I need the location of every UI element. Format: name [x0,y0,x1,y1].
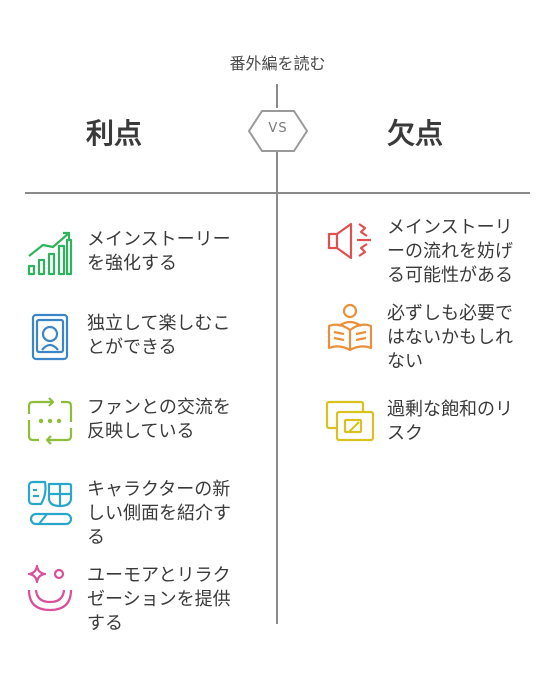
cons-heading: 欠点 [387,117,444,150]
pros-heading: 利点 [86,117,143,150]
character-mask-icon [27,480,73,526]
cons-item: 過剰な飽和のリスク [325,398,529,448]
vs-hexagon-icon [247,110,309,152]
title-connector-line [276,84,278,108]
vs-badge: VS [246,108,310,154]
pros-item-text: ユーモアとリラクゼーションを提供する [87,565,231,634]
pros-item-text: 独立して楽しむことができる [87,313,231,358]
header-divider [25,192,530,194]
pros-item: 独立して楽しむことができる [25,312,237,362]
cons-item: メインストーリーの流れを妨げる可能性がある [325,216,529,288]
diagram-title: 番外編を読む [229,54,326,73]
pros-item: ファンとの交流を反映している [25,396,237,446]
cons-item-text: 必ずしも必要ではないかもしれない [387,303,513,372]
cons-item-text: メインストーリーの流れを妨げる可能性がある [387,217,513,286]
chat-exchange-icon [27,397,73,445]
pros-item: メインストーリーを強化する [25,228,237,278]
sparkle-smile-icon [27,564,73,612]
megaphone-icon [327,222,371,260]
book-portrait-icon [31,313,69,361]
pros-item-text: キャラクターの新しい側面を紹介する [87,479,231,548]
pros-item: キャラクターの新しい側面を紹介する [25,478,237,550]
vs-label: VS [268,121,288,136]
growth-chart-icon [27,231,73,276]
center-divider [276,152,278,624]
cons-item-text: 過剰な飽和のリスク [387,399,513,444]
pros-item-text: ファンとの交流を反映している [87,397,231,442]
pros-item: ユーモアとリラクゼーションを提供する [25,564,237,636]
overlap-cards-icon [325,400,375,442]
pros-item-text: メインストーリーを強化する [87,229,231,274]
reader-icon [327,303,373,352]
cons-item: 必ずしも必要ではないかもしれない [325,302,529,374]
